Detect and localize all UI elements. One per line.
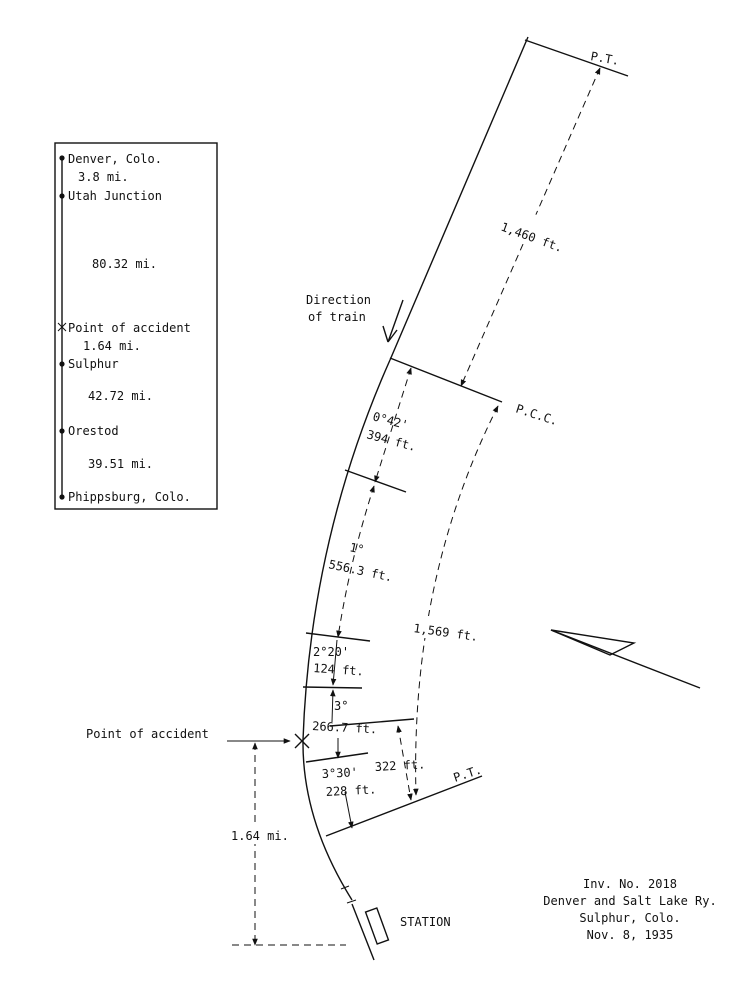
- track-tick-mark: [346, 899, 357, 904]
- station-dot-icon: [59, 155, 65, 161]
- segment-dimension-line-4: [330, 689, 336, 723]
- track-to-station: [351, 903, 375, 961]
- legend-station-phippsburg: Phippsburg, Colo.: [68, 490, 191, 504]
- legend-station-orestod: Orestod: [68, 424, 119, 438]
- station-label: STATION: [400, 915, 451, 929]
- segment-boundary-2: [305, 632, 371, 642]
- legend-station-denver: Denver, Colo.: [68, 152, 162, 166]
- segment-boundary-5: [305, 752, 369, 763]
- caption-railway: Denver and Salt Lake Ry.: [543, 894, 716, 908]
- point-of-accident-label: Point of accident: [86, 727, 209, 741]
- segment-3-degree: 2°20': [313, 645, 349, 659]
- segment-dimension-line-3: [330, 639, 338, 686]
- accident-cross-icon: [57, 322, 67, 332]
- station-dot-icon: [59, 193, 65, 199]
- accident-to-pt-dimension: [396, 725, 413, 801]
- segment-boundary-4: [329, 718, 415, 727]
- station-dot-icon: [59, 361, 65, 367]
- segment-boundary-1: [344, 469, 407, 493]
- station-building-icon: [364, 907, 390, 945]
- location-legend: Denver, Colo. 3.8 mi. Utah Junction 80.3…: [54, 142, 218, 510]
- station-dot-icon: [59, 428, 65, 434]
- segment-3-length: 124 ft.: [313, 661, 364, 678]
- curve-boundary-lines: P.T. P.C.C. P.T.: [302, 39, 629, 837]
- direction-label-line2: of train: [308, 310, 366, 324]
- caption-date: Nov. 8, 1935: [587, 928, 674, 942]
- pcc-line: [389, 357, 503, 403]
- track-tick-mark: [340, 885, 350, 890]
- pt-top-label: P.T.: [589, 49, 620, 68]
- north-arrow-icon: [550, 629, 701, 689]
- direction-arrow-icon: [382, 299, 404, 343]
- segment-boundary-3: [302, 686, 363, 689]
- legend-station-sulphur: Sulphur: [68, 357, 119, 371]
- accident-to-pt-label: 322 ft.: [374, 757, 425, 774]
- legend-distance-4: 42.72 mi.: [88, 389, 153, 403]
- legend-distance-3: 1.64 mi.: [83, 339, 141, 353]
- direction-label-line1: Direction: [306, 293, 371, 307]
- legend-distance-5: 39.51 mi.: [88, 457, 153, 471]
- legend-distance-1: 3.8 mi.: [78, 170, 129, 184]
- caption-block: Inv. No. 2018 Denver and Salt Lake Ry. S…: [543, 877, 716, 942]
- segment-4-length: 266.7 ft.: [312, 719, 378, 736]
- segment-2-degree: 1°: [348, 540, 365, 557]
- distance-to-station-label: 1.64 mi.: [231, 829, 289, 843]
- tangent-track: [389, 36, 529, 361]
- label-mask: [228, 826, 294, 844]
- caption-location: Sulphur, Colo.: [579, 911, 680, 925]
- segment-dimension-line-6: [344, 791, 354, 829]
- label-mask: [412, 616, 500, 638]
- track-centerline: [302, 36, 529, 961]
- segment-dimension-line-2: [336, 485, 375, 638]
- segment-4-degree: 3°: [334, 699, 348, 713]
- curve-dimension-line: [413, 405, 499, 796]
- caption-investigation-number: Inv. No. 2018: [583, 877, 677, 891]
- legend-frame: [54, 142, 218, 510]
- curved-track: [302, 359, 391, 901]
- legend-point-of-accident: Point of accident: [68, 321, 191, 335]
- station-dot-icon: [59, 494, 65, 500]
- accident-cross-icon: [294, 733, 310, 749]
- legend-station-utah-junction: Utah Junction: [68, 189, 162, 203]
- segment-2-length: 556.3 ft.: [327, 557, 394, 584]
- dimension-lines: 1,460 ft. 1,569 ft. 1.64 mi.: [228, 67, 601, 946]
- pcc-label: P.C.C.: [514, 402, 560, 429]
- segment-5-length: 228 ft.: [325, 782, 376, 799]
- curve-segment-labels: 0°42' 394 ft. 1° 556.3 ft. 2°20' 124 ft.…: [312, 409, 426, 799]
- segment-5-degree: 3°30': [321, 765, 358, 781]
- segment-dimension-line-1: [374, 367, 412, 483]
- pt-top-line: [524, 39, 629, 77]
- legend-distance-2: 80.32 mi.: [92, 257, 157, 271]
- label-mask: [490, 202, 578, 260]
